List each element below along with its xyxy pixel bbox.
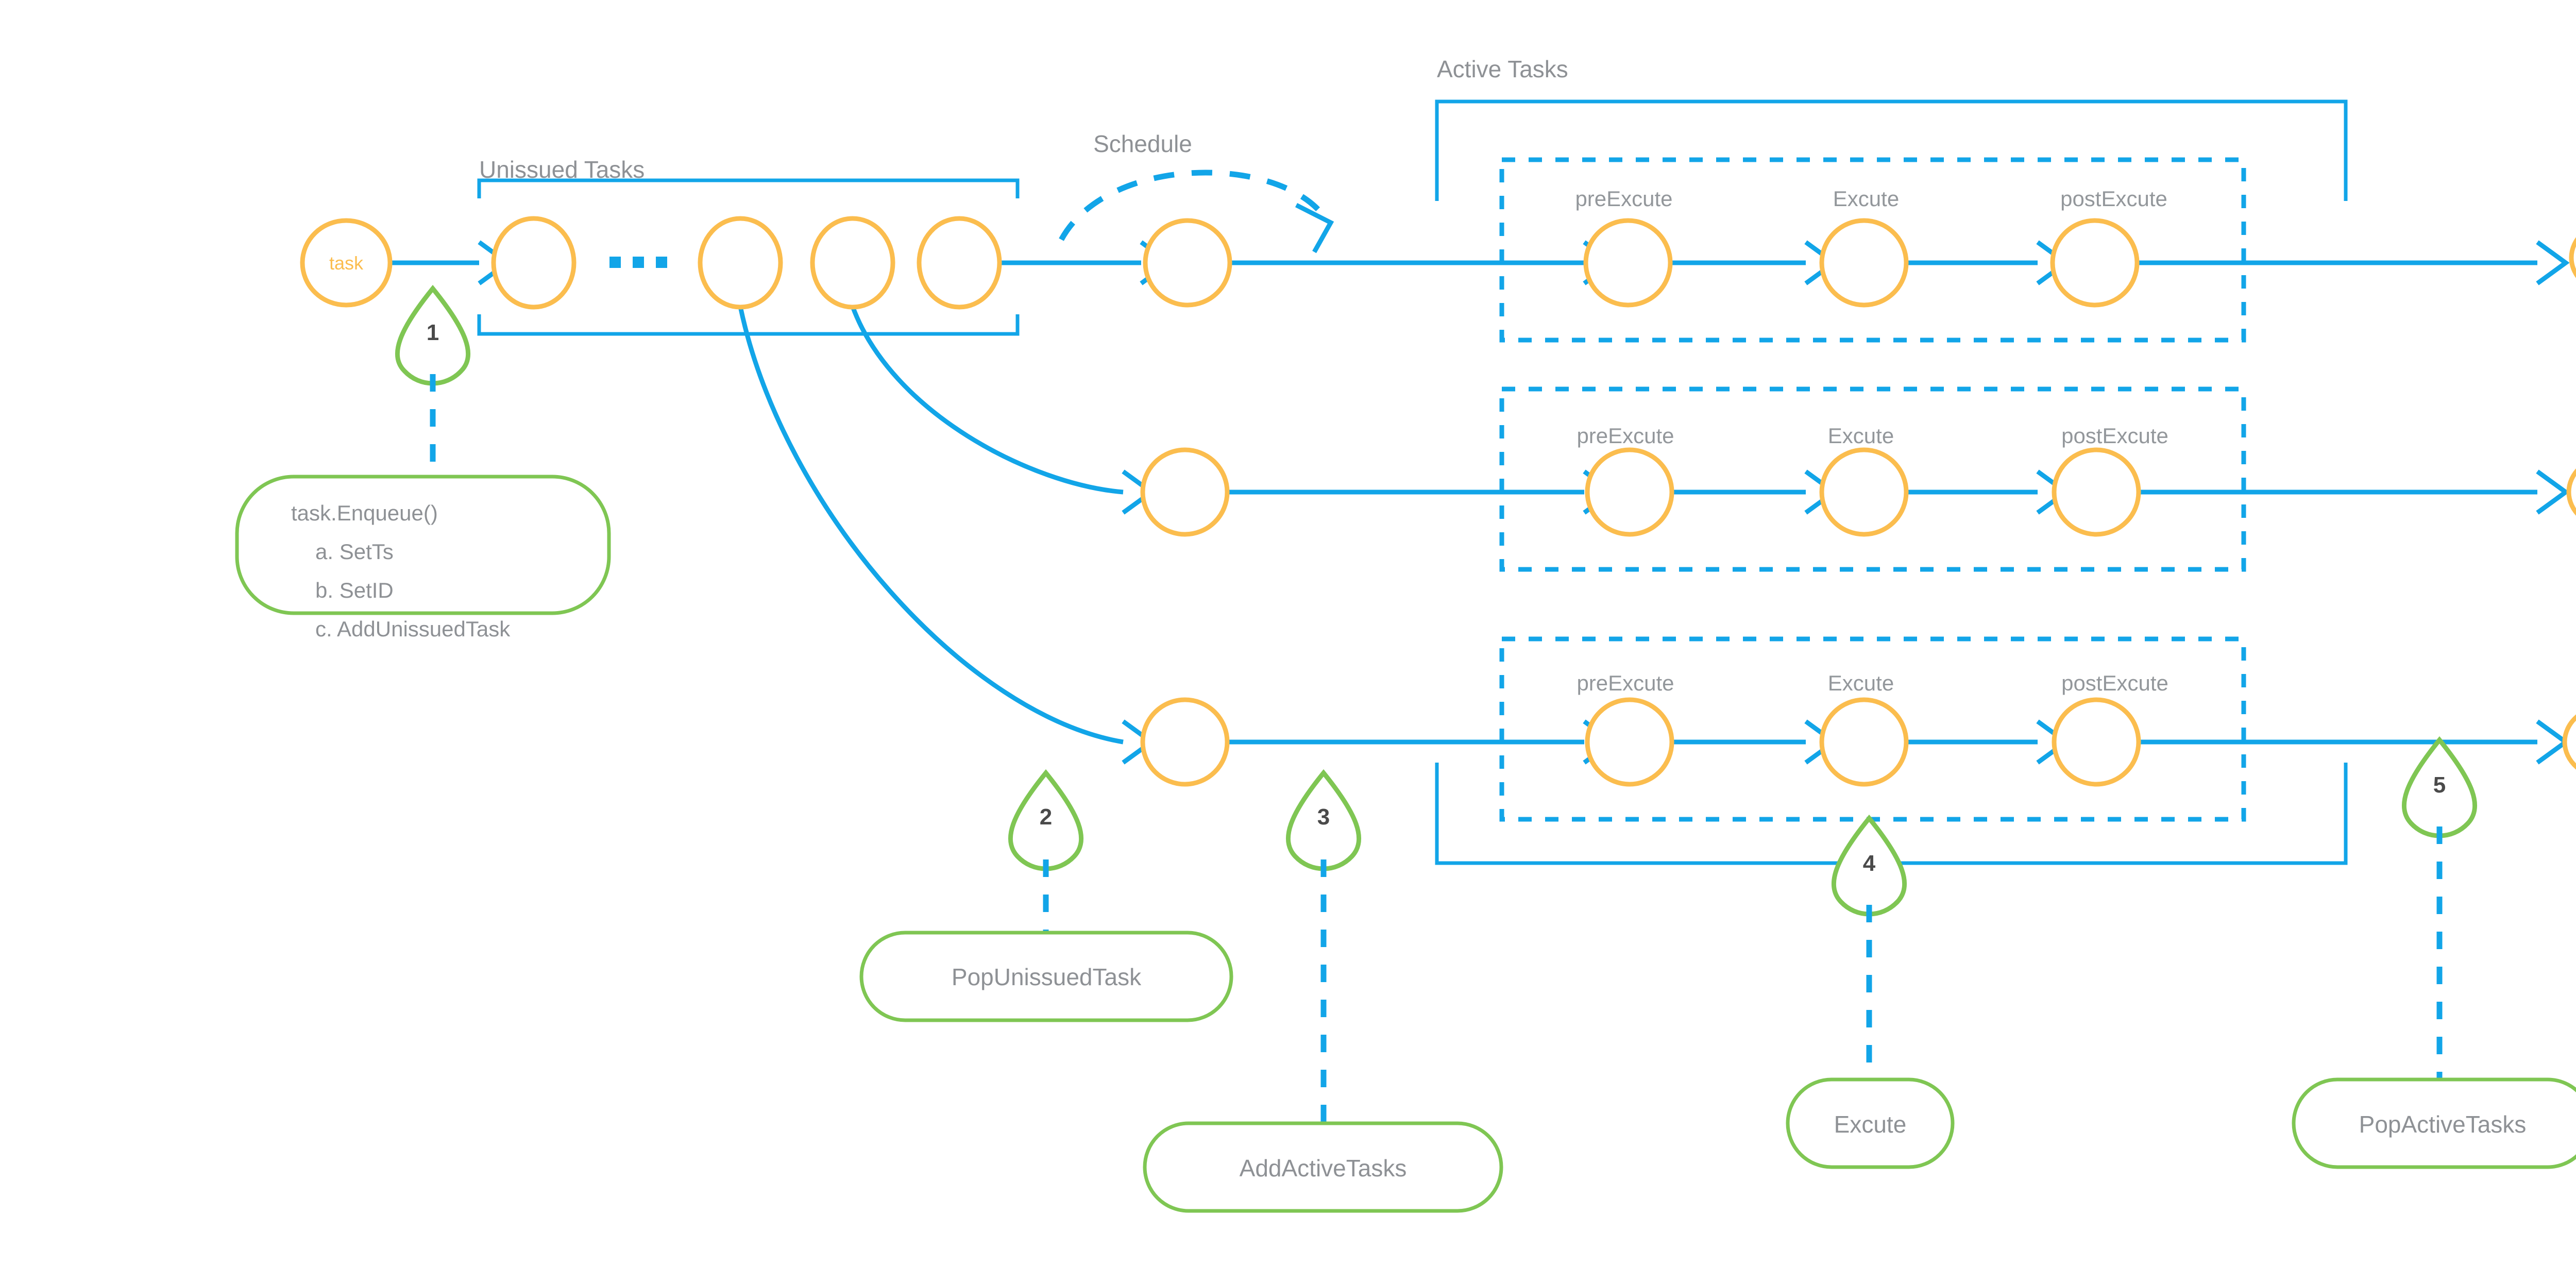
row2-post-label: postExcute [2061,424,2168,448]
marker-1-number: 1 [427,320,439,345]
row2-exec-node[interactable] [1819,447,1909,537]
marker-2[interactable]: 2 [1008,769,1084,871]
active-task-box-row1 [1499,157,2246,343]
row3-exec-label: Excute [1828,671,1894,695]
task-node-label: task [329,252,364,274]
row1-exec-label: Excute [1833,187,1899,211]
marker-1[interactable]: 1 [395,284,471,386]
terminal-node-row1[interactable] [2569,222,2576,294]
row1-pre-label: preExcute [1575,187,1672,211]
pop-unissued-label: PopUnissuedTask [952,964,1142,990]
execute-callout[interactable]: Excute [1786,1077,1955,1169]
row1-pre-node[interactable] [1583,218,1673,308]
terminal-node-row3[interactable] [2562,706,2576,778]
scheduled-node-row3[interactable] [1140,697,1230,787]
pop-unissued-callout[interactable]: PopUnissuedTask [859,931,1233,1022]
row3-pre-node[interactable] [1585,697,1674,787]
schedule-label: Schedule [1093,130,1192,157]
enqueue-callout-title: task.Enqueue() [291,501,438,525]
marker-3-number: 3 [1317,804,1330,830]
marker-4-number: 4 [1863,851,1876,876]
pop-active-callout[interactable]: PopActiveTasks [2292,1077,2576,1169]
active-task-box-row2 [1499,386,2246,572]
add-active-callout[interactable]: AddActiveTasks [1143,1121,1503,1213]
task-node[interactable] [300,218,393,308]
marker-2-number: 2 [1040,804,1052,830]
row1-post-node[interactable] [2050,218,2140,308]
unissued-tasks-label: Unissued Tasks [479,156,645,183]
enqueue-step-c: c. AddUnissuedTask [315,617,511,641]
row1-exec-node[interactable] [1819,218,1909,308]
row3-post-label: postExcute [2061,671,2168,695]
marker-5-number: 5 [2433,772,2446,798]
enqueue-step-a: a. SetTs [315,539,394,564]
row2-pre-node[interactable] [1585,447,1674,537]
marker-5[interactable]: 5 [2401,736,2478,838]
unissued-node-1[interactable] [491,216,577,310]
row2-post-node[interactable] [2052,447,2141,537]
add-active-label: AddActiveTasks [1240,1155,1407,1182]
unissued-node-4[interactable] [917,216,1002,310]
row2-pre-label: preExcute [1577,424,1674,448]
unissued-node-3[interactable] [810,216,895,310]
row3-post-node[interactable] [2052,697,2141,787]
row2-flow [850,306,2570,515]
enqueue-callout[interactable]: task.Enqueue() a. SetTs b. SetID c. AddU… [235,475,611,641]
row3-pre-label: preExcute [1577,671,1674,695]
enqueue-step-b: b. SetID [315,578,394,602]
queue-ellipsis-icon [609,257,667,268]
terminal-node-row2[interactable] [2566,456,2576,528]
pop-active-label: PopActiveTasks [2359,1111,2527,1138]
scheduled-node-row1[interactable] [1143,218,1232,308]
row3-exec-node[interactable] [1819,697,1909,787]
active-tasks-label: Active Tasks [1437,56,1568,82]
schedule-arrow [1059,170,1334,254]
execute-label: Excute [1834,1111,1907,1138]
row1-post-label: postExcute [2060,187,2167,211]
row2-exec-label: Excute [1828,424,1894,448]
marker-4[interactable]: 4 [1831,814,1907,917]
marker-3[interactable]: 3 [1285,769,1362,871]
unissued-node-2[interactable] [698,216,783,310]
scheduled-node-row2[interactable] [1140,447,1230,537]
